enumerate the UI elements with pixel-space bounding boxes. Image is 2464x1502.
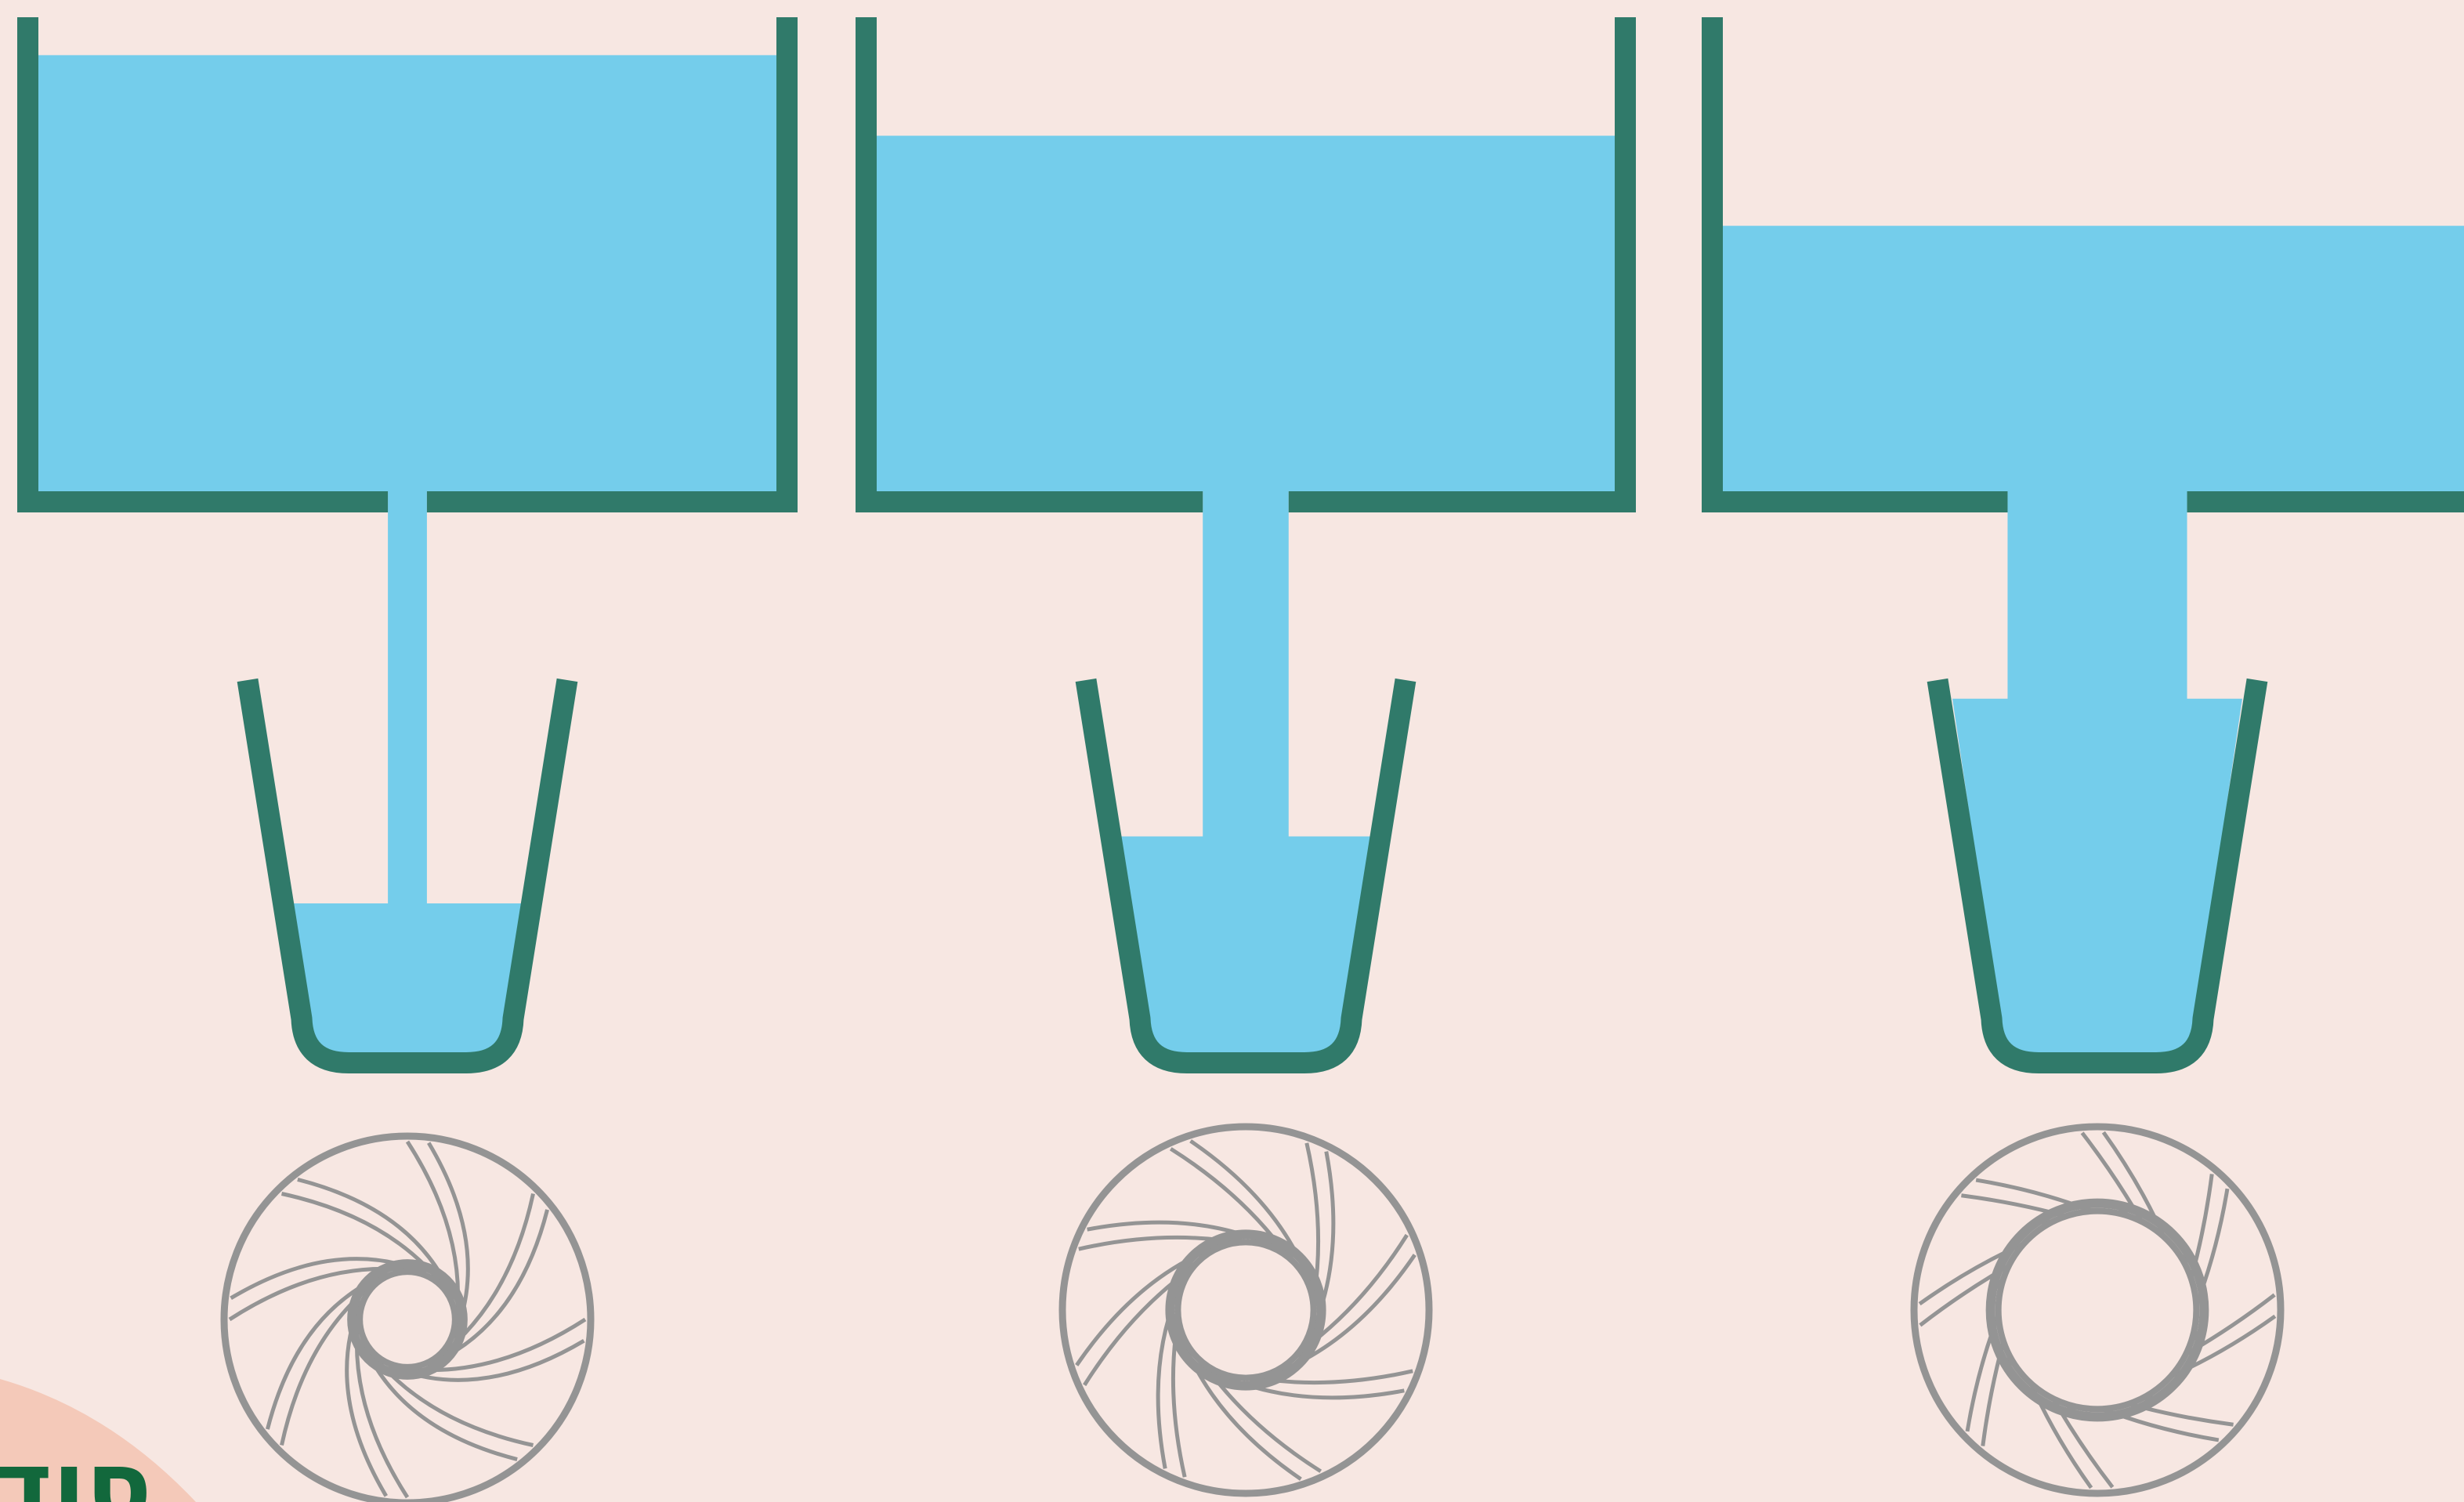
corner-label: סוד [0, 1431, 152, 1502]
panel-2 [856, 17, 1636, 1497]
tank-water [877, 136, 1615, 491]
aperture-outer-ring [220, 1132, 595, 1502]
water-glass [237, 678, 578, 1073]
aperture-outer-ring [1910, 1123, 2285, 1497]
camera-aperture-icon [1058, 1123, 1433, 1497]
aperture-opening-rim [1985, 1198, 2209, 1422]
aperture-opening [1995, 1207, 2200, 1413]
glass-water [286, 903, 529, 1052]
aperture-opening [356, 1269, 458, 1370]
tank-bottom-left [856, 491, 1203, 512]
tank-left-wall [17, 17, 38, 512]
tank-bottom-right [2187, 491, 2464, 512]
aperture-opening-rim [347, 1259, 468, 1380]
glass-water [1952, 698, 2243, 1052]
camera-aperture-icon [1910, 1123, 2285, 1497]
glass-water [1116, 836, 1375, 1052]
panels-group [17, 17, 2464, 1502]
tank-bottom-left [1702, 491, 2008, 512]
tank-right-wall [776, 17, 798, 512]
corner-blob [0, 1379, 196, 1502]
water-stream [1203, 490, 1289, 838]
tank-water [1723, 226, 2464, 491]
corner-decoration: סוד [0, 1379, 196, 1502]
water-glass [1075, 678, 1417, 1073]
aperture-outer-ring [1058, 1123, 1433, 1497]
tank-bottom-right [426, 491, 798, 512]
tank-water [38, 55, 776, 491]
aperture-opening-rim [1165, 1229, 1326, 1391]
tank-bottom-left [17, 491, 389, 512]
aperture-opening [1174, 1239, 1317, 1381]
water-stream [2007, 490, 2187, 700]
panel-1 [17, 17, 798, 1502]
camera-aperture-icon [220, 1132, 595, 1502]
water-stream [388, 490, 427, 905]
tank-left-wall [856, 17, 877, 512]
tank-bottom-right [1288, 491, 1636, 512]
water-glass [1927, 678, 2268, 1073]
tank-right-wall [1615, 17, 1636, 512]
tank-left-wall [1702, 17, 1723, 512]
panel-3 [1702, 17, 2464, 1497]
